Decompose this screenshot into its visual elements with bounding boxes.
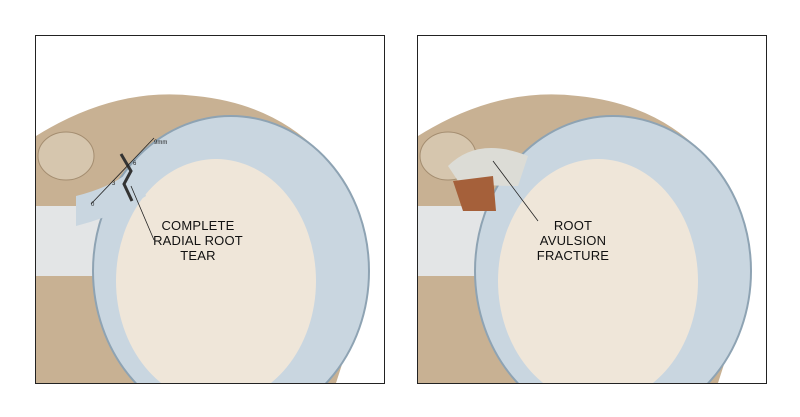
leader-line: [492, 160, 539, 222]
tibial-plateau: [498, 159, 698, 383]
illustration-radial-root-tear: [36, 94, 370, 383]
leader-line: [130, 185, 155, 241]
illustration-root-avulsion-fracture: [418, 94, 752, 383]
annotation-label: ROOT AVULSION FRACTURE: [536, 218, 610, 263]
panel-root-avulsion-fracture: ROOT AVULSION FRACTURE: [417, 35, 767, 384]
tibial-plateau: [116, 159, 316, 383]
ruler-label: 0: [91, 202, 95, 208]
annotation-label: COMPLETE RADIAL ROOT TEAR: [153, 218, 243, 263]
fracture: [453, 176, 496, 211]
ruler-label: 9mm: [154, 140, 168, 146]
ruler-label: 6: [133, 161, 137, 167]
meniscus-root: [448, 148, 528, 186]
panel-radial-root-tear: 0 3 6 9mm COMPLETE RADIAL ROOT TEAR: [35, 35, 385, 384]
bone-condyle: [37, 131, 95, 181]
ruler: [90, 137, 155, 205]
ruler-label: 3: [112, 181, 116, 187]
tear: [119, 153, 134, 202]
meniscus-root: [76, 166, 146, 226]
